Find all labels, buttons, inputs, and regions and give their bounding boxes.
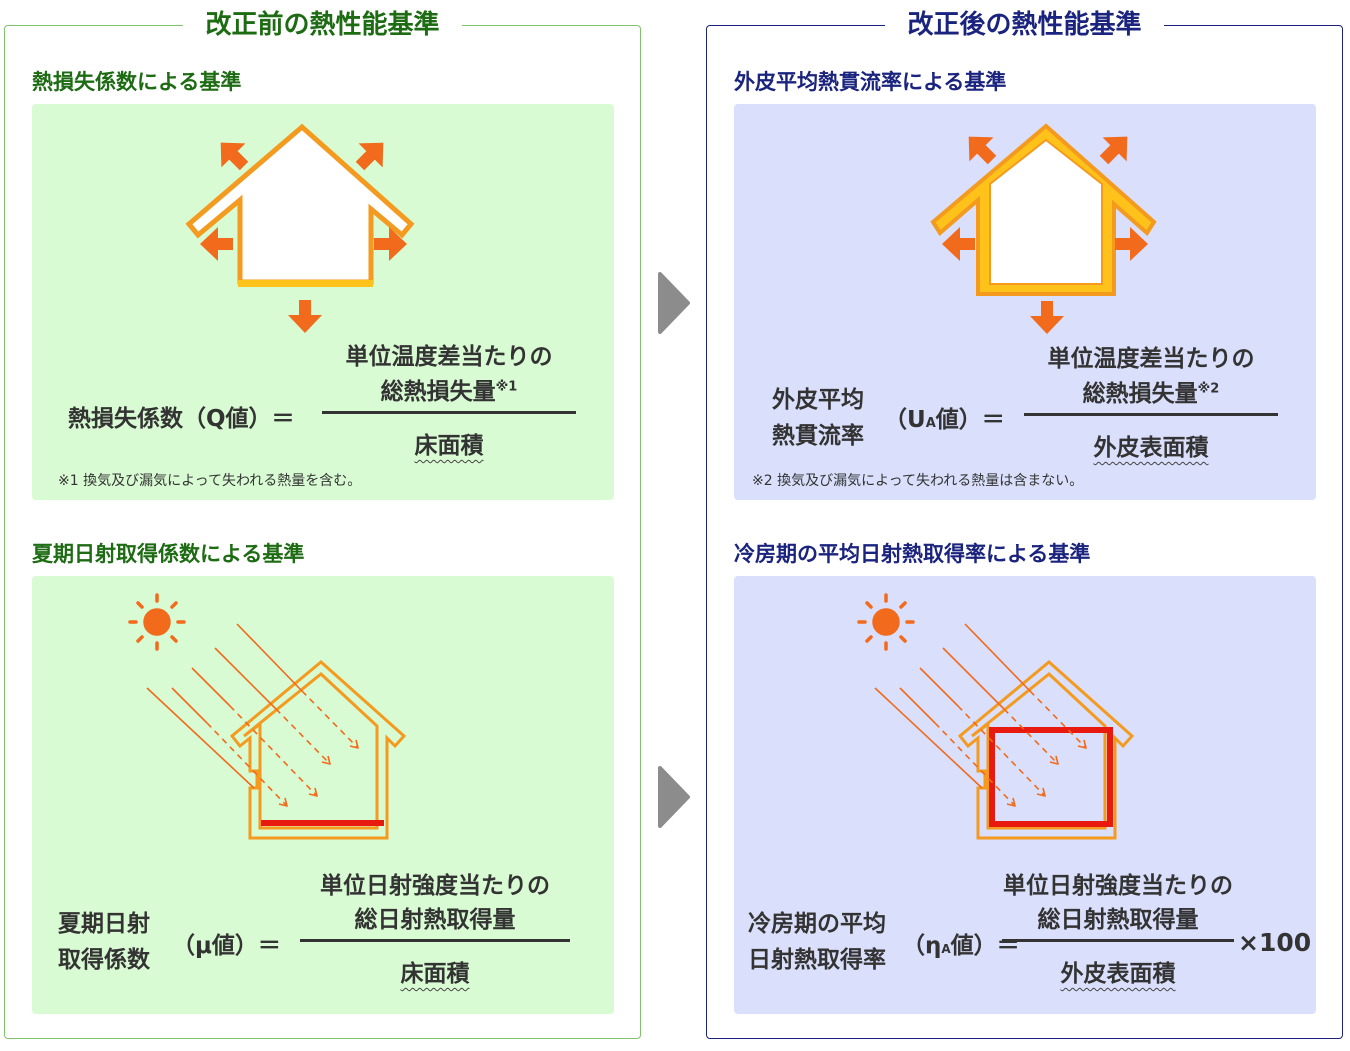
after-standards-panel: 改正後の熱性能基準 外皮平均熱貫流率による基準 外皮平均 熱貫流率 （UA値）＝… (706, 10, 1343, 1039)
house-icon (930, 123, 1157, 296)
house-envelope-illustration (930, 123, 1157, 334)
sun-icon (128, 593, 186, 651)
mu-value-symbol: （μ値）＝ (172, 933, 281, 959)
sun-icon (857, 593, 915, 651)
heat-loss-coefficient-heading: 熱損失係数による基準 (32, 70, 242, 94)
fraction-line (1002, 939, 1234, 942)
numerator-line2: 総日射熱取得量 (354, 907, 516, 933)
house-icon (229, 660, 407, 840)
arrow-right-icon-bottom (658, 766, 690, 828)
sunlight-arrows (874, 623, 1087, 807)
ua-value-label: 外皮平均 熱貫流率 (772, 387, 864, 449)
denominator: 床面積 (400, 961, 470, 987)
numerator-line1: 単位日射強度当たりの (1003, 873, 1233, 899)
ua-value-symbol: （UA値）＝ (884, 407, 1005, 433)
fraction-line (300, 939, 570, 942)
denominator: 床面積 (414, 433, 484, 459)
numerator-line2: 総熱損失量※2 (1082, 381, 1220, 407)
house-heat-loss-illustration (185, 123, 415, 333)
before-standards-panel: 改正前の熱性能基準 熱損失係数による基準 熱損失係数（Q値）＝ 単位温度差当たり… (4, 10, 641, 1039)
numerator-line1: 単位温度差当たりの (1047, 346, 1255, 372)
ua-value-box: 外皮平均 熱貫流率 （UA値）＝ 単位温度差当たりの 総熱損失量※2 外皮表面積… (734, 104, 1316, 500)
before-panel-title: 改正前の熱性能基準 (183, 10, 462, 40)
footnote-1: ※1 換気及び漏気によって失われる熱量を含む。 (58, 473, 362, 489)
floor-solar-gain (261, 820, 384, 826)
numerator-line1: 単位温度差当たりの (345, 344, 553, 370)
sunlight-arrows (146, 623, 359, 807)
denominator: 外皮表面積 (1093, 435, 1209, 461)
envelope-solar-gain (989, 727, 1113, 827)
floor-insulation (238, 280, 373, 287)
ua-value-heading: 外皮平均熱貫流率による基準 (734, 70, 1007, 94)
footnote-2: ※2 換気及び漏気によって失われる熱量は含まない。 (752, 473, 1084, 489)
q-value-label: 熱損失係数（Q値）＝ (68, 406, 295, 432)
house-icon (957, 660, 1135, 840)
summer-solar-gain-heading: 夏期日射取得係数による基準 (32, 542, 305, 566)
heat-arrow-icons (942, 136, 1148, 334)
numerator-line1: 単位日射強度当たりの (320, 873, 550, 899)
heat-loss-coefficient-box: 熱損失係数（Q値）＝ 単位温度差当たりの 総熱損失量※1 床面積 ※1 換気及び… (32, 104, 614, 500)
multiplier: ×100 (1238, 928, 1312, 957)
fraction-line (1024, 413, 1278, 416)
mu-value-label: 夏期日射 取得係数 (58, 911, 150, 973)
numerator-line2: 総日射熱取得量 (1037, 907, 1199, 933)
eta-a-value-box: 冷房期の平均 日射熱取得率 （ηA値）＝ 単位日射強度当たりの 総日射熱取得量 … (734, 576, 1316, 1014)
after-panel-title: 改正後の熱性能基準 (885, 10, 1164, 40)
summer-solar-gain-box: 夏期日射 取得係数 （μ値）＝ 単位日射強度当たりの 総日射熱取得量 床面積 (32, 576, 614, 1014)
eta-a-value-label: 冷房期の平均 日射熱取得率 (748, 911, 886, 973)
arrow-right-icon-top (658, 272, 690, 334)
house-solar-gain-illustration (128, 593, 407, 840)
numerator-line2: 総熱損失量※1 (380, 379, 518, 405)
heat-arrow-icons (200, 142, 407, 333)
house-icon (185, 123, 415, 287)
eta-a-value-symbol: （ηA値）＝ (902, 933, 1020, 959)
fraction-line (322, 411, 576, 414)
house-cooling-gain-illustration (857, 593, 1135, 840)
eta-a-value-heading: 冷房期の平均日射熱取得率による基準 (734, 542, 1091, 566)
denominator: 外皮表面積 (1060, 961, 1176, 987)
